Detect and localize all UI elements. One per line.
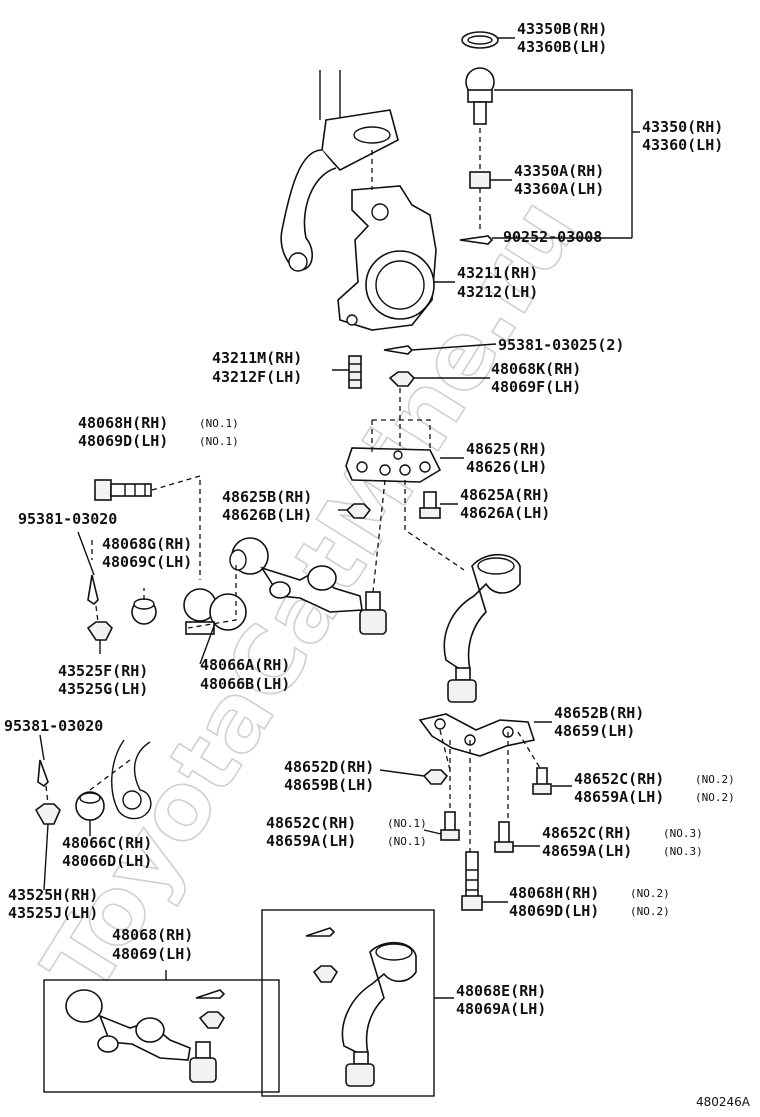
- label-48069c: 48069C(LH): [102, 553, 192, 571]
- bolt-no2-part: [461, 851, 483, 911]
- label-43212: 43212(LH): [457, 283, 538, 301]
- label-48652d: 48652D(RH): [284, 758, 374, 776]
- label-43525f: 43525F(RH): [58, 662, 148, 680]
- label-48652b: 48652B(RH): [554, 704, 644, 722]
- label-no1-a: (NO.1): [199, 417, 239, 430]
- label-no2-d: (NO.2): [630, 905, 670, 918]
- label-95381-03025: 95381-03025(2): [498, 336, 624, 354]
- label-48066a: 48066A(RH): [200, 656, 290, 674]
- bracket-plate-part: [345, 447, 442, 483]
- bolt-48625a-part: [419, 491, 441, 519]
- label-no1-b: (NO.1): [199, 435, 239, 448]
- label-48069a: 48069A(LH): [456, 1000, 546, 1018]
- nut-48652d-part: [422, 769, 449, 785]
- bolt-48652c-no3-part: [494, 821, 514, 853]
- label-no1-d: (NO.1): [387, 835, 427, 848]
- steering-knuckle-part: [337, 185, 437, 331]
- label-43212f: 43212F(LH): [212, 368, 302, 386]
- strut-upper-arm-part: [280, 70, 399, 272]
- assembly-box-48068: [43, 979, 280, 1093]
- label-48625a: 48625A(RH): [460, 486, 550, 504]
- ball-joint-nut-part: [469, 171, 491, 189]
- label-48068h-no2: 48068H(RH): [509, 884, 599, 902]
- castle-nut-upper-part: [86, 621, 113, 641]
- lower-arm-rear-part: [443, 554, 521, 703]
- label-48066d: 48066D(LH): [62, 852, 152, 870]
- label-43360: 43360(LH): [642, 136, 723, 154]
- label-48625b: 48625B(RH): [222, 488, 312, 506]
- label-48626a: 48626A(LH): [460, 504, 550, 522]
- label-48069f: 48069F(LH): [491, 378, 581, 396]
- label-no2-b: (NO.2): [695, 791, 735, 804]
- bushing-48066a-part: [183, 588, 247, 635]
- label-48652c-no1: 48652C(RH): [266, 814, 356, 832]
- label-48068e: 48068E(RH): [456, 982, 546, 1000]
- part-labels: 43350B(RH) 43360B(LH) 43350(RH) 43360(LH…: [4, 20, 751, 1109]
- cotter-pin-knuckle-part: [383, 345, 414, 355]
- label-48626b: 48626B(LH): [222, 506, 312, 524]
- bolt-48652c-no1-part: [440, 811, 460, 841]
- label-no1-c: (NO.1): [387, 817, 427, 830]
- nut-48625b-part: [345, 503, 372, 519]
- label-no2-a: (NO.2): [695, 773, 735, 786]
- assembly-48068e-part: [305, 927, 417, 1087]
- assembly-dashed-lines: [45, 128, 541, 852]
- label-48066c: 48066C(RH): [62, 834, 152, 852]
- label-48652c-no2: 48652C(RH): [574, 770, 664, 788]
- cotter-pin-lower-b-part: [37, 759, 49, 788]
- label-48659b: 48659B(LH): [284, 776, 374, 794]
- bolt-48652c-no2-part: [532, 767, 552, 795]
- label-48659: 48659(LH): [554, 722, 635, 740]
- label-48066b: 48066B(LH): [200, 675, 290, 693]
- label-48069: 48069(LH): [112, 945, 193, 963]
- label-48652c-no3: 48652C(RH): [542, 824, 632, 842]
- label-no3-b: (NO.3): [663, 845, 703, 858]
- label-43211: 43211(RH): [457, 264, 538, 282]
- label-48626: 48626(LH): [466, 458, 547, 476]
- label-43350a: 43350A(RH): [514, 162, 604, 180]
- label-48068h-no1: 48068H(RH): [78, 414, 168, 432]
- bolt-no1-part: [94, 479, 152, 501]
- label-43350b: 43350B(RH): [517, 20, 607, 38]
- label-48068g: 48068G(RH): [102, 535, 192, 553]
- label-43360a: 43360A(LH): [514, 180, 604, 198]
- label-43360b: 43360B(LH): [517, 38, 607, 56]
- label-48625: 48625(RH): [466, 440, 547, 458]
- figure-code: 480246A: [696, 1095, 751, 1109]
- cotter-pin-lower-a-part: [87, 574, 99, 606]
- lower-arm-sketch-part: [111, 739, 152, 820]
- label-48069d-no1: 48069D(LH): [78, 432, 168, 450]
- label-43525g: 43525G(LH): [58, 680, 148, 698]
- bushing-48068g-part: [131, 598, 157, 625]
- label-43525j: 43525J(LH): [8, 904, 98, 922]
- label-48068k: 48068K(RH): [491, 360, 581, 378]
- cotter-pin-upper-part: [459, 235, 494, 245]
- label-48069d-no2: 48069D(LH): [509, 902, 599, 920]
- label-95381-03020-lower: 95381-03020: [4, 717, 103, 735]
- assembly-box-48068e: [261, 909, 435, 1097]
- label-48068: 48068(RH): [112, 926, 193, 944]
- upper-ball-joint-part: [465, 67, 495, 125]
- label-no3-a: (NO.3): [663, 827, 703, 840]
- snap-ring-part: [461, 31, 499, 49]
- label-48659a-no3: 48659A(LH): [542, 842, 632, 860]
- label-43211m: 43211M(RH): [212, 349, 302, 367]
- bracket-48652b-part: [418, 713, 536, 757]
- label-43350: 43350(RH): [642, 118, 723, 136]
- lower-arm-front-part: [229, 537, 387, 635]
- label-48659a-no2: 48659A(LH): [574, 788, 664, 806]
- label-43525h: 43525H(RH): [8, 886, 98, 904]
- label-48659a-no1: 48659A(LH): [266, 832, 356, 850]
- castle-nut-lower-part: [34, 803, 61, 825]
- label-no2-c: (NO.2): [630, 887, 670, 900]
- stud-bolt-part: [348, 355, 362, 389]
- leader-lines: [39, 37, 640, 999]
- label-90252-03008: 90252-03008: [503, 228, 602, 246]
- label-95381-03020-upper: 95381-03020: [18, 510, 117, 528]
- bushing-48066c-part: [75, 791, 105, 821]
- assembly-48068-part: [65, 989, 226, 1083]
